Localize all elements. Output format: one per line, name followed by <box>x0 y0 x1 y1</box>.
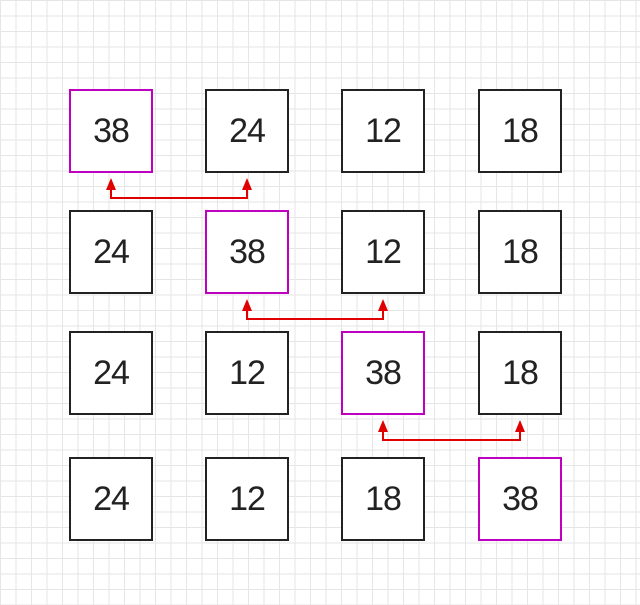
cell-r4-c4: 38 <box>478 457 562 541</box>
cell-r3-c3: 38 <box>341 331 425 415</box>
cell-r1-c3: 12 <box>341 89 425 173</box>
swap-arrow-3 <box>378 420 525 441</box>
swap-connector-line <box>382 432 521 441</box>
arrowhead-right <box>378 299 388 311</box>
swap-connector-line <box>110 190 248 199</box>
cell-r1-c4: 18 <box>478 89 562 173</box>
cell-r3-c2: 12 <box>205 331 289 415</box>
swap-arrow-2 <box>242 299 388 320</box>
swap-connector-line <box>246 311 384 320</box>
cell-r2-c3: 12 <box>341 210 425 294</box>
cell-r4-c2: 12 <box>205 457 289 541</box>
cell-r2-c2: 38 <box>205 210 289 294</box>
cell-r1-c2: 24 <box>205 89 289 173</box>
cell-r3-c4: 18 <box>478 331 562 415</box>
arrowhead-left <box>106 178 116 190</box>
swap-arrow-1 <box>106 178 252 199</box>
arrowhead-left <box>242 299 252 311</box>
cell-r4-c3: 18 <box>341 457 425 541</box>
cell-r4-c1: 24 <box>69 457 153 541</box>
arrowhead-right <box>515 420 525 432</box>
cell-r3-c1: 24 <box>69 331 153 415</box>
cell-r1-c1: 38 <box>69 89 153 173</box>
cell-r2-c1: 24 <box>69 210 153 294</box>
arrowhead-right <box>242 178 252 190</box>
cell-r2-c4: 18 <box>478 210 562 294</box>
arrowhead-left <box>378 420 388 432</box>
